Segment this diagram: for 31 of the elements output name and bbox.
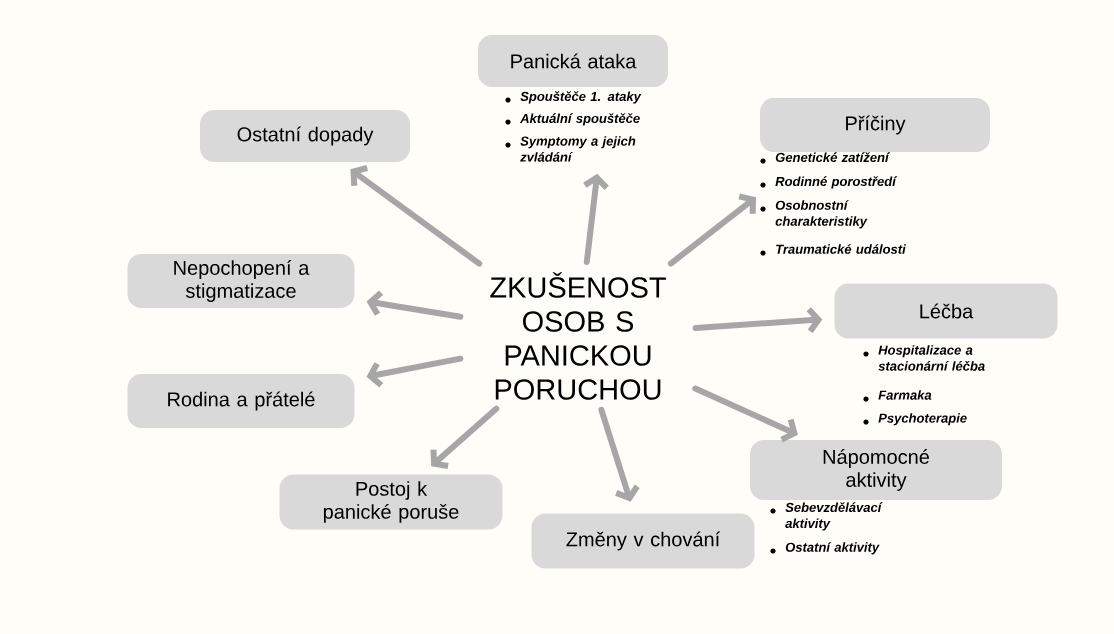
bullet-text: Psychoterapie	[878, 413, 967, 426]
topic-box: Léčba	[834, 283, 1058, 339]
bullet-text: Spouštěče 1. ataky	[520, 91, 642, 104]
bullet-text: Sebevzdělávací aktivity	[785, 502, 883, 531]
bullet-text: Rodinné porostředí	[775, 176, 898, 189]
bullet-text: Traumatické události	[776, 244, 906, 254]
topic-box: Postoj k panické poruše	[279, 474, 503, 530]
arrow	[667, 193, 757, 267]
arrow	[583, 173, 609, 265]
topic-box: Nápomocné aktivity	[750, 440, 1002, 500]
bullet-text: Symptomy a jejich zvládání	[520, 136, 636, 162]
topic-box: Rodina a přátelé	[127, 374, 355, 428]
arrow	[366, 355, 464, 388]
topic-box: Ostatní dopady	[200, 110, 410, 162]
arrow	[692, 385, 798, 443]
bullet-text: Ostatní aktivity	[785, 542, 880, 555]
center-text: ZKUŠENOST OSOB S PANICKOU PORUCHOU	[490, 272, 666, 400]
arrow	[598, 406, 640, 502]
topic-box: Nepochopení a stigmatizace	[127, 254, 355, 308]
topic-box: Příčiny	[760, 98, 990, 152]
arrow	[366, 290, 464, 320]
topic-box: Panická ataka	[478, 35, 668, 87]
bullet-text: Aktuální spouštěče	[519, 113, 640, 126]
bullet-text: Hospitalizace a stacionární léčba	[878, 345, 985, 371]
arrow	[350, 165, 483, 267]
arrow	[430, 405, 500, 469]
bullet-text: Farmaka	[878, 390, 932, 400]
topic-box: Změny v chování	[531, 513, 755, 569]
bullet-text: Osobnostní charakteristiky	[775, 200, 868, 229]
arrow	[692, 307, 823, 333]
bullet-text: Genetické zatížení	[775, 152, 890, 162]
